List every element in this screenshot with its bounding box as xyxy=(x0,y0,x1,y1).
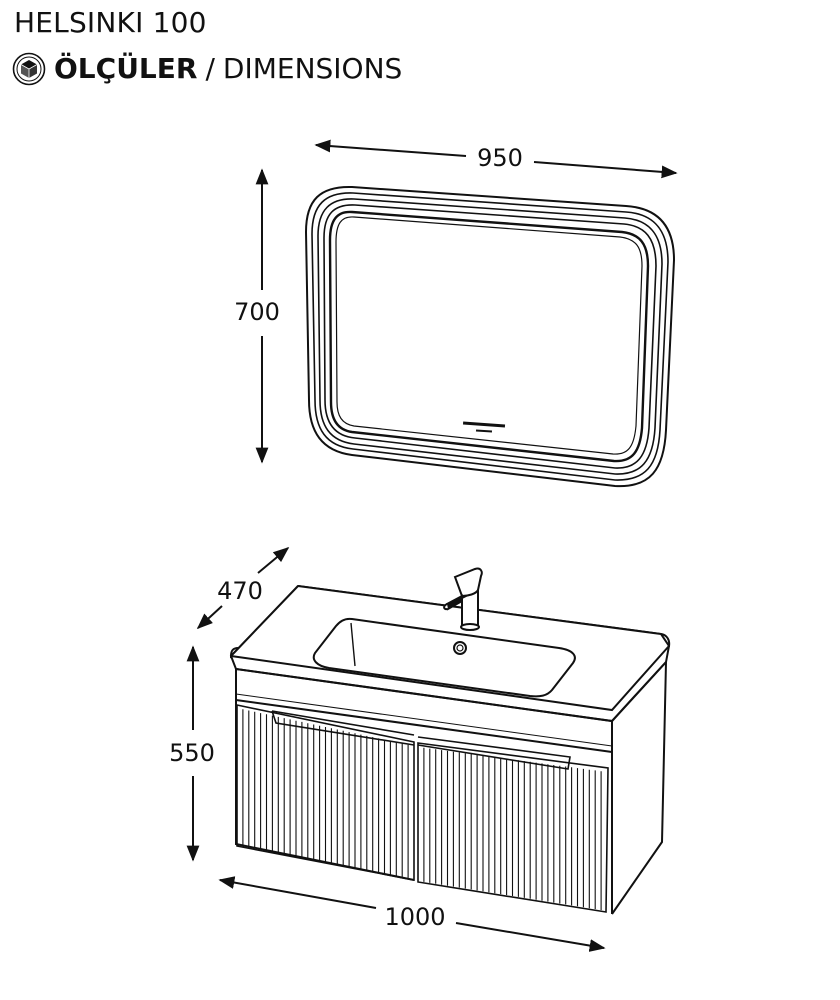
dim-line-cabinet-depth-bottom xyxy=(196,605,223,630)
brand-logo-mirror xyxy=(462,421,506,433)
heading-turkish: ÖLÇÜLER xyxy=(54,52,198,85)
heading-separator: / xyxy=(205,52,215,85)
dim-line-mirror-width-right xyxy=(533,161,678,179)
dim-line-mirror-width-left xyxy=(314,139,467,157)
dimension-lines xyxy=(186,139,678,952)
vanity-cabinet-drawing xyxy=(229,584,671,915)
dim-label-cabinet-width: 1000 xyxy=(384,903,445,931)
dim-label-mirror-width: 950 xyxy=(477,144,523,172)
door-fluting-left xyxy=(242,709,409,878)
page-title: HELSINKI 100 xyxy=(14,6,207,39)
brand-logo-cabinet xyxy=(480,592,486,602)
faucet-drawing xyxy=(443,567,483,631)
heading-english: DIMENSIONS xyxy=(222,52,403,85)
dim-label-cabinet-height: 550 xyxy=(169,739,215,767)
dim-line-cabinet-width-left xyxy=(218,876,377,909)
mirror-drawing xyxy=(304,185,676,488)
dim-label-mirror-height: 700 xyxy=(234,298,280,326)
door-fluting-right xyxy=(423,747,602,911)
dim-line-cabinet-width-right xyxy=(455,922,606,952)
dim-label-cabinet-depth: 470 xyxy=(217,577,263,605)
dimensions-cube-icon xyxy=(12,52,46,86)
dim-line-cabinet-depth-top xyxy=(257,546,290,574)
section-heading: ÖLÇÜLER / DIMENSIONS xyxy=(12,52,402,86)
